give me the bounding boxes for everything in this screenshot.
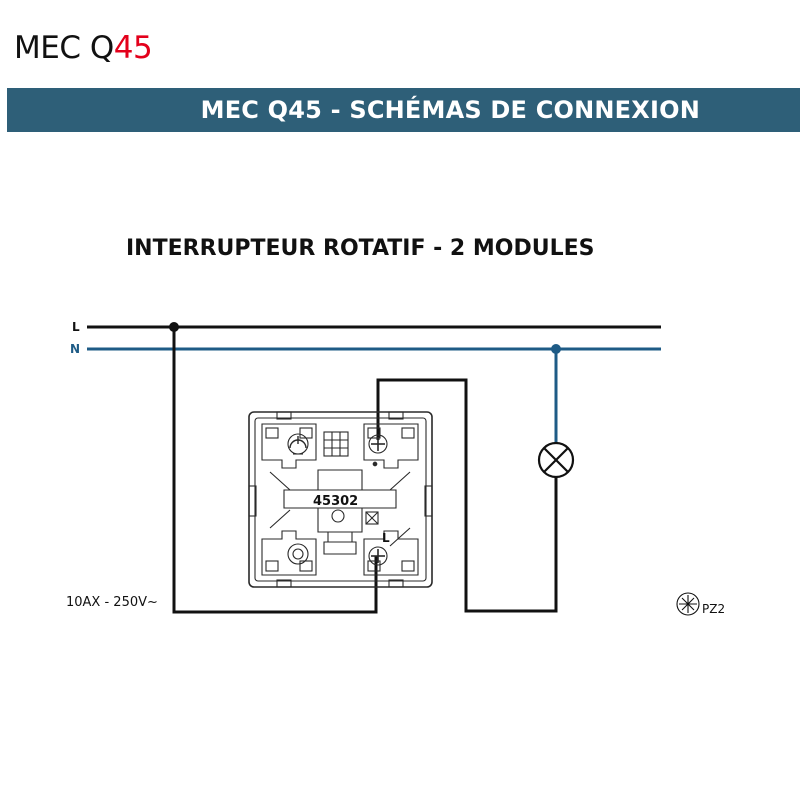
switched-output-wire: [376, 378, 558, 613]
live-feed-wire: [172, 327, 378, 614]
header-banner: MEC Q45 - SCHÉMAS DE CONNEXION: [7, 88, 800, 132]
section-title: INTERRUPTEUR ROTATIF - 2 MODULES: [126, 236, 595, 261]
pozidriv-screwdriver-icon: [676, 592, 700, 616]
brand-accent: 45: [113, 30, 153, 66]
screwdriver-size-label: PZ2: [702, 602, 725, 616]
product-code-label: 45302: [313, 494, 358, 509]
neutral-label: N: [70, 342, 80, 356]
live-junction-dot: [169, 322, 179, 332]
brand-prefix: MEC Q: [14, 30, 114, 66]
banner-title: MEC Q45 - SCHÉMAS DE CONNEXION: [200, 96, 700, 124]
neutral-junction-dot: [551, 344, 561, 354]
rating-label: 10AX - 250V~: [66, 595, 158, 610]
brand-logo: MEC Q45: [14, 30, 153, 66]
terminal-l-label: L: [382, 531, 390, 545]
line-label: L: [72, 320, 80, 334]
switch-module: [248, 411, 433, 588]
lamp-symbol: [537, 441, 575, 479]
